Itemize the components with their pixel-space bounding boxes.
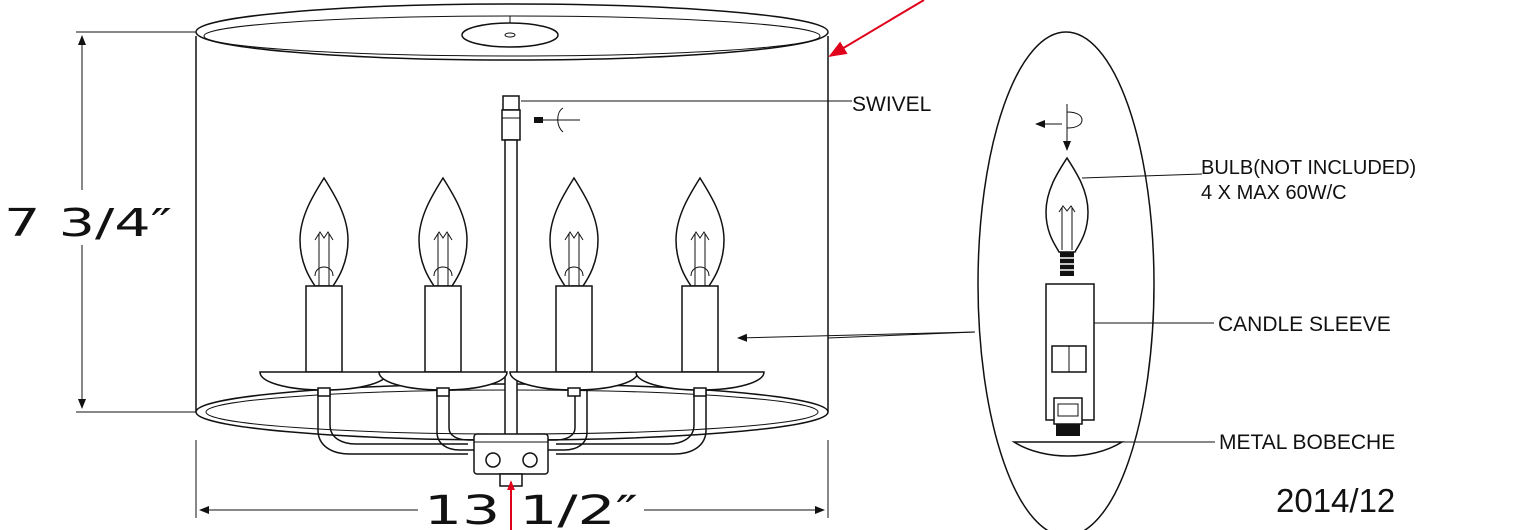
- bulb-label: BULB(NOT INCLUDED): [1201, 157, 1416, 179]
- candle-1: [260, 178, 388, 396]
- swivel-screw-icon: [534, 107, 580, 133]
- detail-bobeche: [1011, 441, 1125, 457]
- bulb-leader-line: [1081, 173, 1203, 179]
- swivel-label: SWIVEL: [852, 93, 931, 116]
- date-code: 2014/12: [1276, 482, 1395, 519]
- detail-candle-sleeve: [1045, 283, 1095, 436]
- center-stem: [501, 95, 521, 441]
- candle-2: [379, 178, 507, 396]
- rotate-arrow-icon: [1035, 104, 1083, 151]
- candle-sleeve-label: CANDLE SLEEVE: [1218, 313, 1391, 336]
- lamp-shade: [195, 3, 829, 412]
- bobeche-label: METAL BOBECHE: [1219, 431, 1395, 454]
- width-dimension-label: 13 1/2″: [424, 488, 638, 530]
- fixture-arms: [317, 388, 707, 455]
- candle-3: [510, 178, 638, 396]
- bulb-spec-label: 4 X MAX 60W/C: [1201, 182, 1347, 204]
- detail-view: [737, 31, 1155, 530]
- height-dimension-label: 7 3/4″: [4, 201, 172, 245]
- shade-indicator-arrow: [828, 0, 925, 57]
- center-hub: [473, 433, 549, 487]
- canopy-plate: [461, 16, 559, 48]
- detail-bulb: [1045, 156, 1089, 276]
- candle-4: [636, 178, 764, 396]
